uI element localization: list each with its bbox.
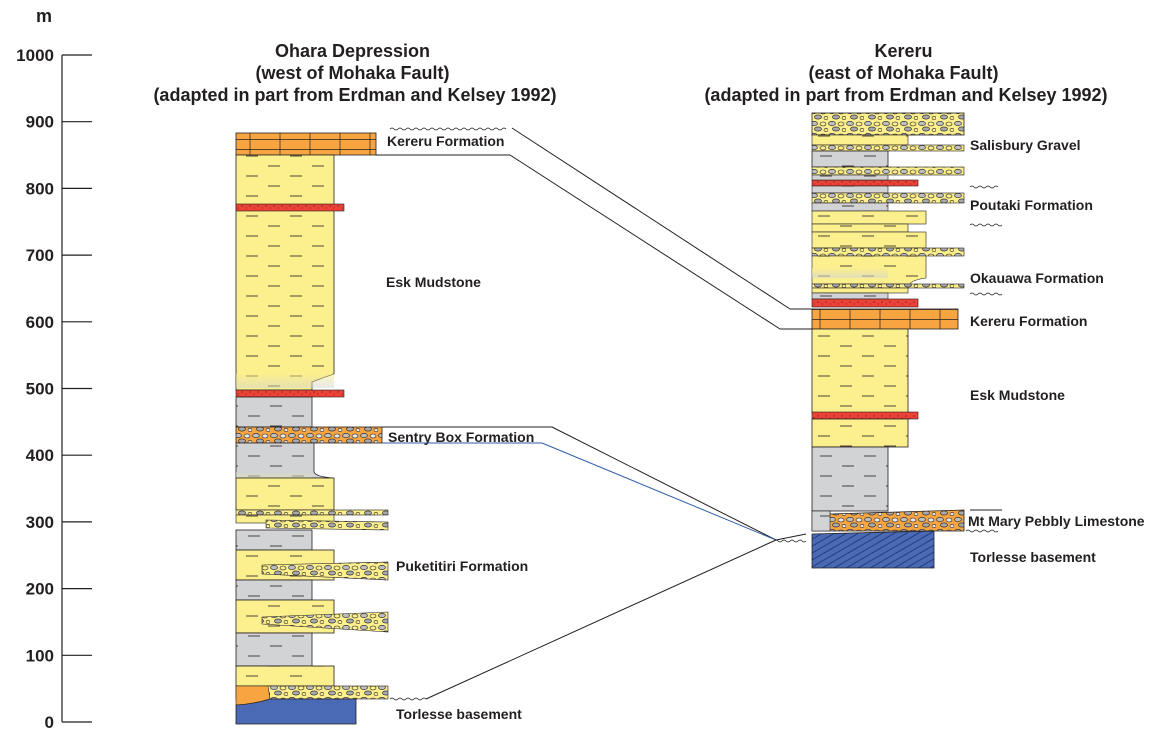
ohara-tephra-lower — [235, 389, 345, 398]
unconformity-mark-left-base — [389, 697, 427, 701]
unconformity-mark-right-base — [773, 539, 807, 543]
unconformity-mark-a — [969, 185, 999, 189]
kereru-label-mt-mary: Mt Mary Pebbly Limestone — [968, 513, 1145, 529]
ohara-gravel-d — [261, 611, 389, 633]
kereru-label-salisbury: Salisbury Gravel — [970, 137, 1081, 153]
kereru-label-esk: Esk Mudstone — [970, 387, 1065, 403]
ohara-gravel-a — [235, 509, 389, 516]
ohara-label-torlesse: Torlesse basement — [396, 706, 522, 722]
ohara-puketitiri-mud-d — [235, 665, 335, 687]
ohara-title: Ohara Depression (west of Mohaka Fault) … — [153, 41, 556, 105]
ohara-siltstone-d — [235, 579, 313, 601]
axis-tick-label: 500 — [26, 380, 54, 399]
ohara-torlesse-basement — [235, 698, 357, 725]
axis-tick-label: 0 — [45, 713, 54, 729]
axis-tick-label: 900 — [26, 113, 54, 132]
axis-unit-label: m — [36, 6, 52, 26]
ohara-sentry-box-layer — [235, 426, 383, 444]
ohara-siltstone-e — [235, 632, 313, 667]
ohara-gravel-b — [265, 519, 389, 531]
kereru-tephra-b — [811, 298, 919, 308]
kereru-siltstone-c — [811, 292, 889, 300]
kereru-siltstone-d — [811, 446, 889, 512]
ohara-label-esk: Esk Mudstone — [386, 274, 481, 290]
axis-tick-label: 300 — [26, 513, 54, 532]
kereru-gravel-b — [811, 144, 965, 152]
kereru-kereru-layer — [811, 308, 959, 330]
kereru-tephra-c — [811, 411, 919, 420]
kereru-label-torlesse: Torlesse basement — [970, 549, 1096, 565]
kereru-label-kereru: Kereru Formation — [970, 313, 1087, 329]
kereru-column: Kereru (east of Mohaka Fault) (adapted i… — [704, 41, 1145, 569]
ohara-siltstone-c — [235, 529, 313, 551]
ohara-puketitiri-mud-a — [235, 477, 335, 511]
kereru-tephra-a — [811, 179, 919, 187]
ohara-siltstone-a — [235, 396, 313, 428]
kereru-label-poutaki: Poutaki Formation — [970, 197, 1093, 213]
axis-tick-label: 400 — [26, 446, 54, 465]
kereru-poutaki-gravel — [811, 192, 965, 204]
unconformity-mark-c — [969, 292, 1003, 296]
kereru-gravel-d — [811, 247, 965, 257]
correlation-kereru-top — [511, 127, 791, 310]
depth-axis: m 0 100 200 300 400 500 600 700 800 900 1000 — [16, 6, 92, 729]
axis-tick-label: 100 — [26, 646, 54, 665]
kereru-siltstone-a — [811, 150, 889, 168]
ohara-label-sentry: Sentry Box Formation — [388, 429, 534, 445]
kereru-title: Kereru (east of Mohaka Fault) (adapted i… — [704, 41, 1107, 105]
kereru-siltstone-b — [811, 202, 889, 212]
ohara-kereru-layer — [235, 132, 377, 156]
kereru-salisbury-gravel — [811, 112, 965, 136]
correlation-lines — [376, 127, 812, 701]
kereru-okauawa-gravel — [811, 283, 965, 289]
axis-tick-label: 600 — [26, 313, 54, 332]
ohara-label-puketitiri: Puketitiri Formation — [396, 558, 528, 574]
kereru-poutaki-mud-a — [811, 210, 927, 225]
ohara-esk-layer — [235, 154, 335, 391]
ohara-tephra-upper — [235, 203, 345, 212]
ohara-gravel-c — [261, 561, 389, 581]
correlation-torlesse — [425, 539, 777, 700]
kereru-gravel-c — [811, 166, 965, 176]
unconformity-mark-b — [969, 223, 1003, 227]
ohara-column: Ohara Depression (west of Mohaka Fault) … — [153, 41, 557, 725]
unconformity-mark-left-top — [389, 127, 507, 131]
kereru-torlesse-basement — [811, 530, 935, 569]
axis-tick-label: 200 — [26, 580, 54, 599]
kereru-label-okauawa: Okauawa Formation — [970, 270, 1104, 286]
axis-tick-label: 700 — [26, 246, 54, 265]
kereru-poutaki-mud-b — [811, 231, 927, 249]
axis-tick-label: 800 — [26, 179, 54, 198]
axis-tick-label: 1000 — [16, 46, 54, 65]
kereru-mt-mary-layer — [811, 509, 965, 532]
ohara-label-kereru: Kereru Formation — [387, 133, 504, 149]
kereru-esk-layer — [811, 328, 909, 414]
